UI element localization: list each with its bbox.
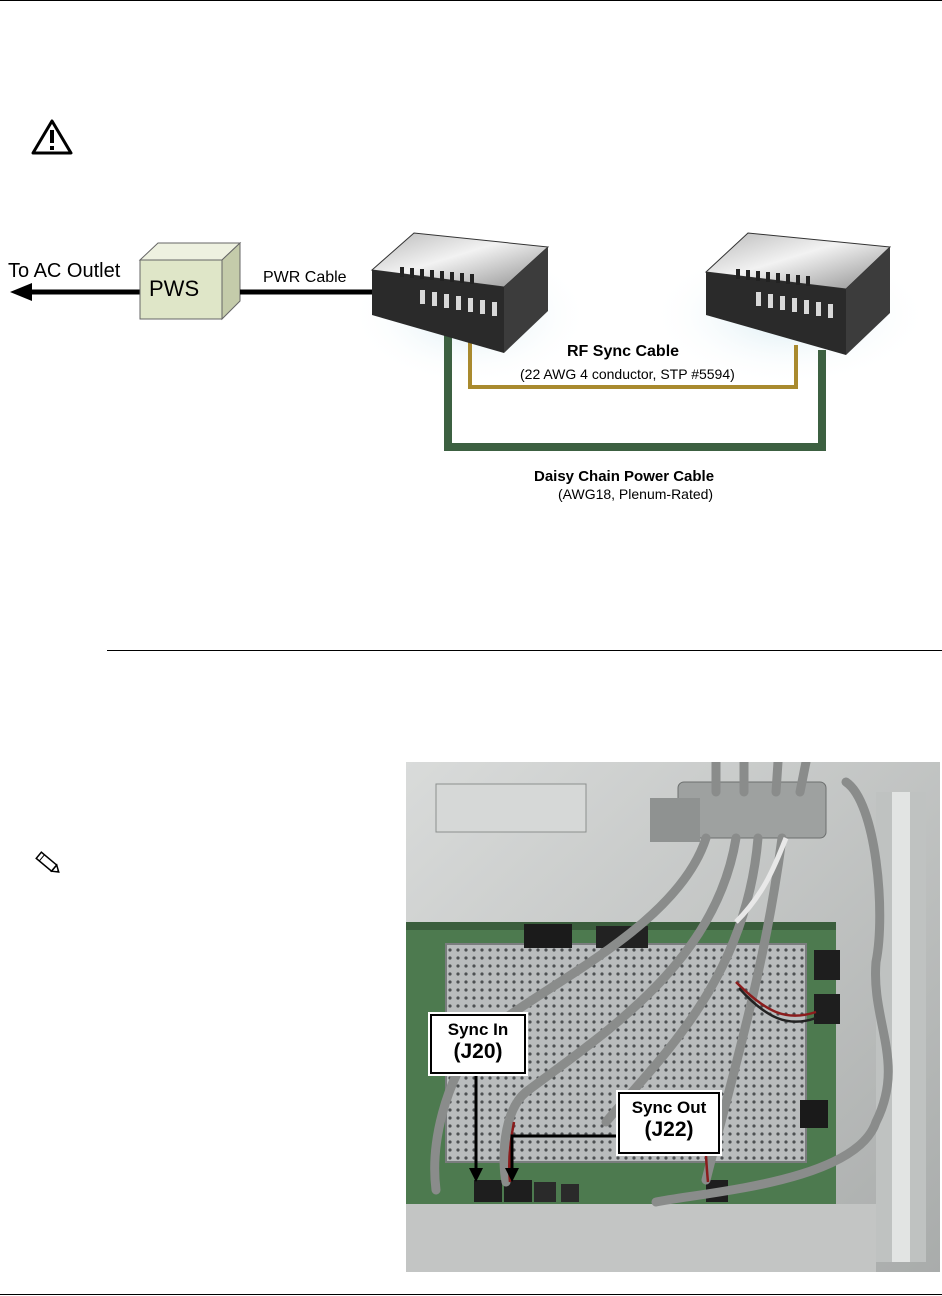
diagram-graphics (0, 165, 942, 510)
sync-in-port: (J20) (432, 1040, 524, 1064)
pws-label: PWS (149, 276, 199, 302)
sync-out-label: Sync Out (620, 1098, 718, 1118)
warning-icon (30, 118, 74, 156)
sync-in-callout: Sync In (J20) (430, 1014, 526, 1074)
pencil-note-icon (32, 848, 64, 878)
side-connector-1 (814, 950, 840, 980)
ac-outlet-arrow (10, 283, 140, 301)
cabling-diagram: To AC Outlet PWS PWR Cable RF Sync Cable… (0, 165, 942, 510)
j20-connector (474, 1180, 502, 1202)
top-connector-a (524, 924, 572, 948)
rf-sync-cable-title: RF Sync Cable (567, 343, 679, 361)
rj-connector (800, 1100, 828, 1128)
sync-in-label: Sync In (432, 1020, 524, 1040)
board-photo: Sync In (J20) Sync Out (J22) (406, 762, 940, 1272)
pwr-cable-label: PWR Cable (263, 269, 347, 287)
sync-out-callout: Sync Out (J22) (618, 1092, 720, 1154)
rf-sync-cable-spec: (22 AWG 4 conductor, STP #5594) (520, 366, 735, 382)
ac-outlet-label: To AC Outlet (8, 260, 120, 283)
top-rule (0, 0, 942, 1)
section-rule (107, 650, 942, 651)
daisy-chain-cable-title: Daisy Chain Power Cable (534, 468, 714, 485)
side-connector-2 (814, 994, 840, 1024)
daisy-chain-cable-spec: (AWG18, Plenum-Rated) (558, 486, 713, 502)
top-bracket (436, 784, 586, 832)
sync-out-port: (J22) (620, 1118, 718, 1142)
bottom-rule (0, 1294, 942, 1295)
